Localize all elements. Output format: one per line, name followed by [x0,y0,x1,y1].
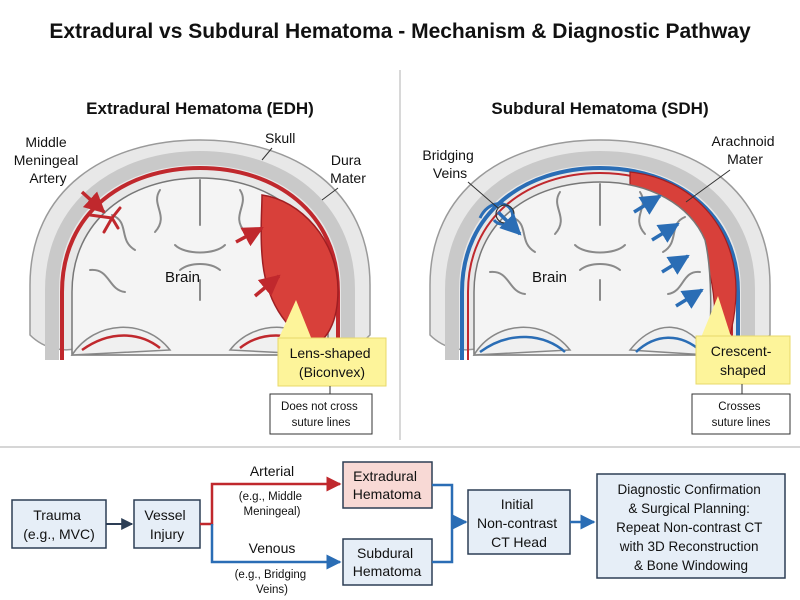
flow-text-extradural: Extradural Hematoma [353,468,422,502]
flow-text-subdural: Subdural Hematoma [353,545,422,579]
edh-dura-line [60,165,340,360]
sdh-label-arachnoid: Arachnoid Mater [712,133,779,167]
sdh-callout [695,335,791,385]
sdh-callout-pointer [700,296,732,340]
flow-box-trauma [11,499,107,549]
edh-skull [45,150,355,360]
sdh-label-veins: Bridging Veins [422,147,477,181]
sdh-note-box [691,393,791,435]
edh-label-brain: Brain [165,269,200,286]
diagnostic-pathway: Trauma (e.g., MVC) Vessel Injury Arteria… [11,461,786,596]
flow-box-confirm [596,473,786,579]
edh-label-artery: Middle Meningeal Artery [14,134,83,186]
flow-arrow-venous [210,524,342,570]
sdh-arrow-3 [661,254,690,275]
edh-artery-arrow [80,190,106,214]
flow-connector-subdural [432,522,454,564]
edh-callout-text: Lens-shaped (Biconvex) [290,345,375,380]
flow-arterial-example: (e.g., Middle Meningeal) [239,491,305,518]
sdh-brain [473,181,712,356]
edh-note-text: Does not cross suture lines [281,401,361,429]
flow-label-venous: Venous [249,540,296,556]
flow-label-arterial: Arterial [250,463,294,479]
flow-text-confirm: Diagnostic Confirmation & Surgical Plann… [616,482,766,573]
flow-venous-example: (e.g., Bridging Veins) [235,569,310,596]
edh-callout-pointer [278,300,312,340]
flow-box-extradural [342,461,433,509]
edh-artery-branch [88,206,122,234]
edh-panel: Extradural Hematoma (EDH) [14,99,387,435]
edh-arrow-2 [253,274,281,298]
flow-text-vessel: Vessel Injury [144,507,189,542]
sdh-callout-text: Crescent- shaped [711,343,776,378]
edh-heading: Extradural Hematoma (EDH) [86,99,314,118]
sdh-note-text: Crosses suture lines [712,401,771,429]
sdh-arrow-4 [675,288,704,309]
page-title: Extradural vs Subdural Hematoma - Mechan… [49,20,751,43]
sdh-arrow-vein [496,210,522,236]
sdh-heading: Subdural Hematoma (SDH) [491,99,708,118]
flow-text-ct: Initial Non-contrast CT Head [477,496,561,550]
edh-label-skull: Skull [265,130,295,146]
sdh-panel: Subdural Hematoma (SDH) [422,99,791,435]
flow-arrow-arterial [200,476,342,526]
sdh-arrow-1 [633,194,662,215]
edh-arrow-1 [235,226,264,247]
sdh-vein-line [460,165,740,360]
edh-note-box [269,393,373,435]
edh-callout [277,337,387,387]
flow-connector-extradural [432,483,454,522]
edh-label-dura: Dura Mater [330,152,366,186]
sdh-arrow-2 [651,222,680,243]
sdh-label-brain: Brain [532,269,567,286]
flow-box-ct [467,489,571,555]
sdh-skull [445,150,755,360]
flow-text-trauma: Trauma (e.g., MVC) [23,507,95,542]
